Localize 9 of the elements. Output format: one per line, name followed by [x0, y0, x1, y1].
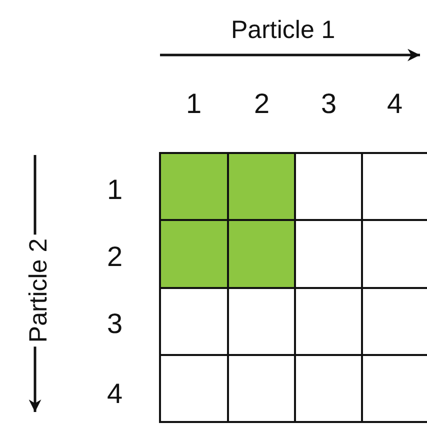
row-number: 1	[107, 176, 123, 204]
row-number: 4	[107, 380, 123, 408]
axis-title: Particle 1	[231, 18, 336, 42]
row-number: 3	[107, 310, 123, 338]
column-number: 2	[254, 90, 270, 118]
row-number: 2	[107, 243, 123, 271]
column-number: 4	[387, 90, 403, 118]
column-number: 3	[321, 90, 337, 118]
column-number: 1	[186, 90, 202, 118]
